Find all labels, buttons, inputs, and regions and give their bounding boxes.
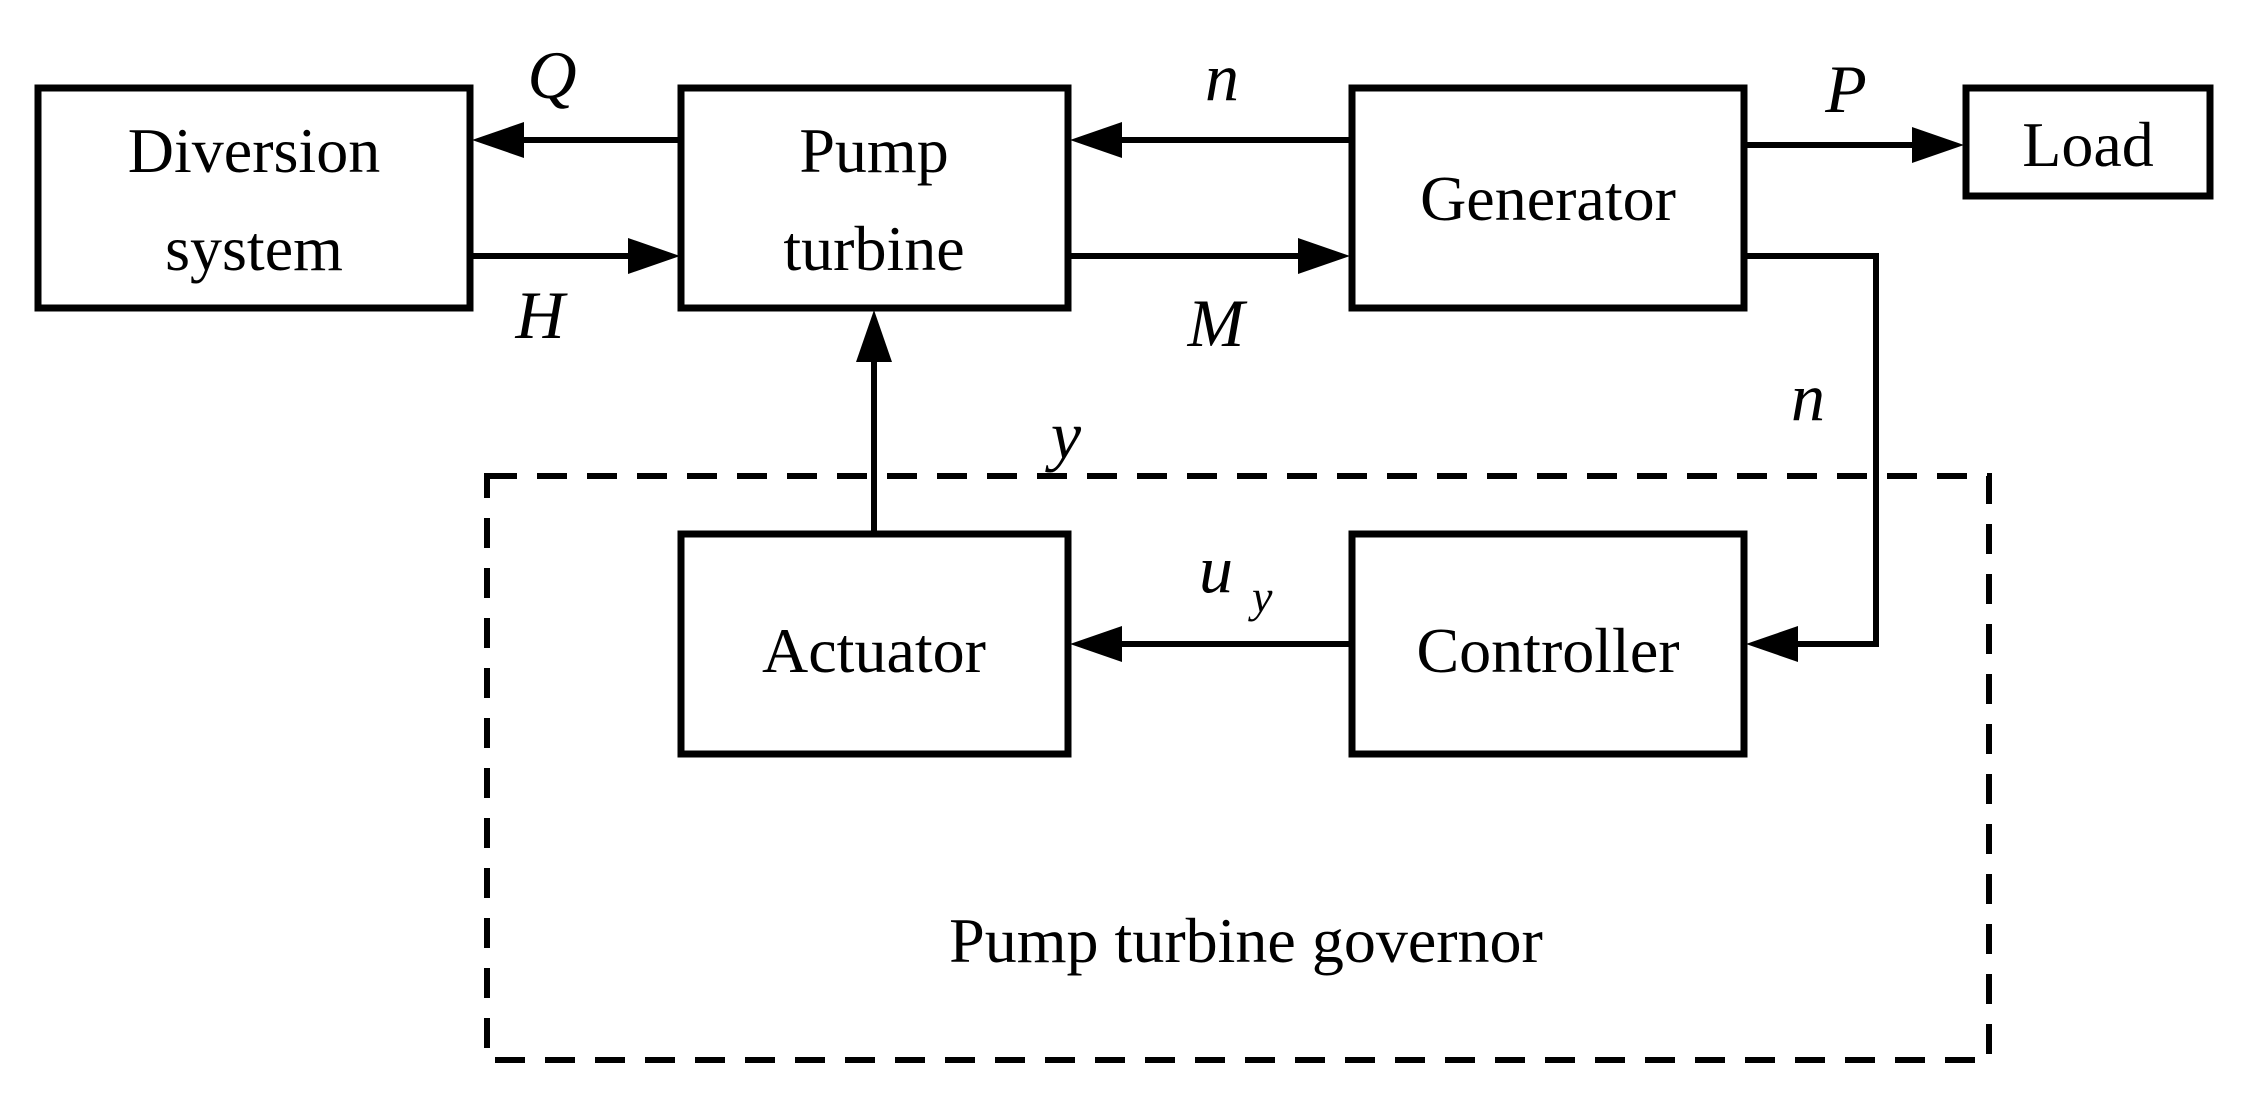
controller-label: Controller	[1416, 615, 1679, 686]
diversion-system-block: Diversion system	[34, 84, 474, 312]
controller-block: Controller	[1348, 530, 1748, 758]
signal-n-right-label: n	[1791, 359, 1825, 435]
pump-turbine-block: Pump turbine	[677, 84, 1072, 312]
u-connection	[1070, 626, 1352, 662]
q-arrowhead	[472, 122, 524, 158]
generator-block: Generator	[1348, 84, 1748, 312]
h-connection	[470, 238, 680, 274]
n-feedback-arrowhead	[1746, 626, 1798, 662]
u-arrowhead	[1070, 626, 1122, 662]
signal-u-subscript: y	[1248, 571, 1273, 622]
p-arrowhead	[1912, 127, 1964, 163]
n-top-arrowhead	[1070, 122, 1122, 158]
m-connection	[1068, 238, 1350, 274]
pump-turbine-label-line1: Pump	[799, 115, 948, 186]
q-connection	[472, 122, 681, 158]
signal-q-label: Q	[527, 37, 576, 113]
diversion-label-line1: Diversion	[128, 115, 380, 186]
n-top-connection	[1070, 122, 1352, 158]
governor-label: Pump turbine governor	[949, 905, 1543, 976]
load-label: Load	[2022, 109, 2154, 180]
generator-label: Generator	[1420, 163, 1676, 234]
governor-boundary	[484, 473, 1992, 1063]
signal-u-main: u	[1199, 531, 1233, 607]
m-arrowhead	[1298, 238, 1350, 274]
load-block: Load	[1962, 84, 2214, 200]
actuator-label: Actuator	[762, 615, 986, 686]
signal-y-label: y	[1045, 397, 1082, 473]
pump-turbine-label-line2: turbine	[783, 213, 964, 284]
p-connection	[1744, 127, 1964, 163]
n-feedback-connection	[1744, 253, 1879, 662]
h-arrowhead	[628, 238, 680, 274]
diversion-label-line2: system	[165, 213, 343, 284]
y-arrowhead	[856, 310, 892, 362]
signal-m-label: M	[1187, 285, 1248, 361]
actuator-block: Actuator	[677, 530, 1072, 758]
signal-p-label: P	[1824, 51, 1867, 127]
y-connection	[856, 310, 892, 534]
signal-n-top-label: n	[1205, 39, 1239, 115]
signal-h-label: H	[514, 277, 568, 353]
